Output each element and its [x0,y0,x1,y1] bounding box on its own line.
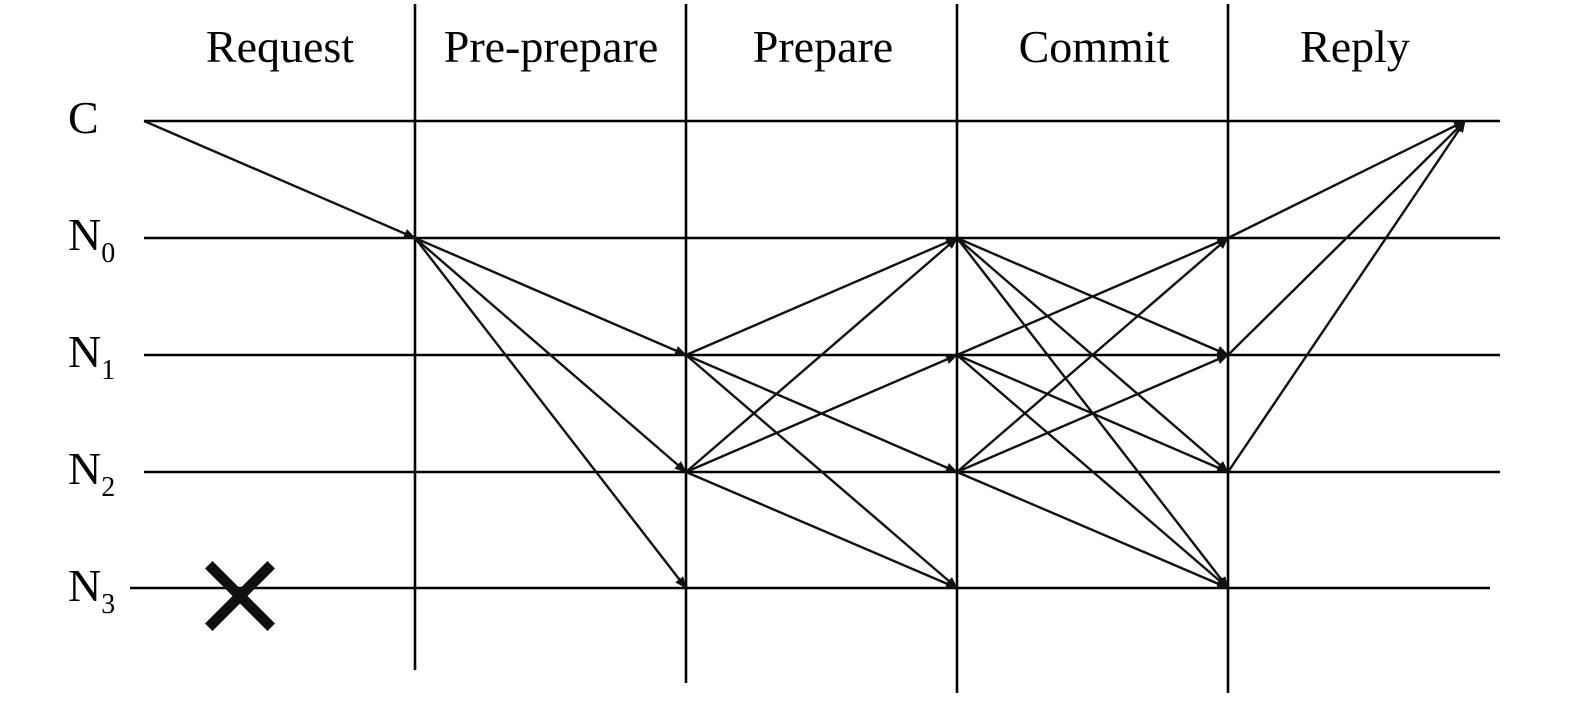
message-arrow [685,354,958,589]
phase-dividers [413,4,1230,693]
message-arrow [956,237,1229,473]
phase-label-commit: Commit [1019,21,1170,72]
node-label-n0: N0 [68,209,115,269]
phase-label-prepare: Prepare [753,21,893,72]
message-arrow [685,470,958,590]
message-arrow [685,237,958,473]
message-arrow [1227,120,1466,356]
message-arrow [685,353,958,474]
message-arrow [685,236,958,357]
message-arrow [414,236,687,357]
message-arrow [1227,119,1466,240]
node-label-n3: N3 [68,560,115,620]
message-arrow [414,237,687,589]
message-arrow [143,119,416,240]
message-arrow [1227,120,1466,473]
phase-label-pre-prepare: Pre-prepare [444,21,659,72]
phase-label-request: Request [206,21,354,72]
message-arrows [143,119,1466,590]
message-arrow [956,354,1229,589]
message-arrow [956,236,1229,357]
node-label-c: C [68,92,99,143]
node-labels: C N0 N1 N2 N3 [68,92,115,620]
node-label-n2: N2 [68,443,115,503]
message-arrow [414,237,687,473]
x-mark-icon [205,561,275,631]
message-arrow [956,353,1229,474]
message-arrow [956,470,1229,590]
node-timelines [130,119,1500,590]
node-label-n1: N1 [68,326,115,386]
phase-label-reply: Reply [1300,21,1410,72]
phase-headers: Request Pre-prepare Prepare Commit Reply [206,21,1410,72]
